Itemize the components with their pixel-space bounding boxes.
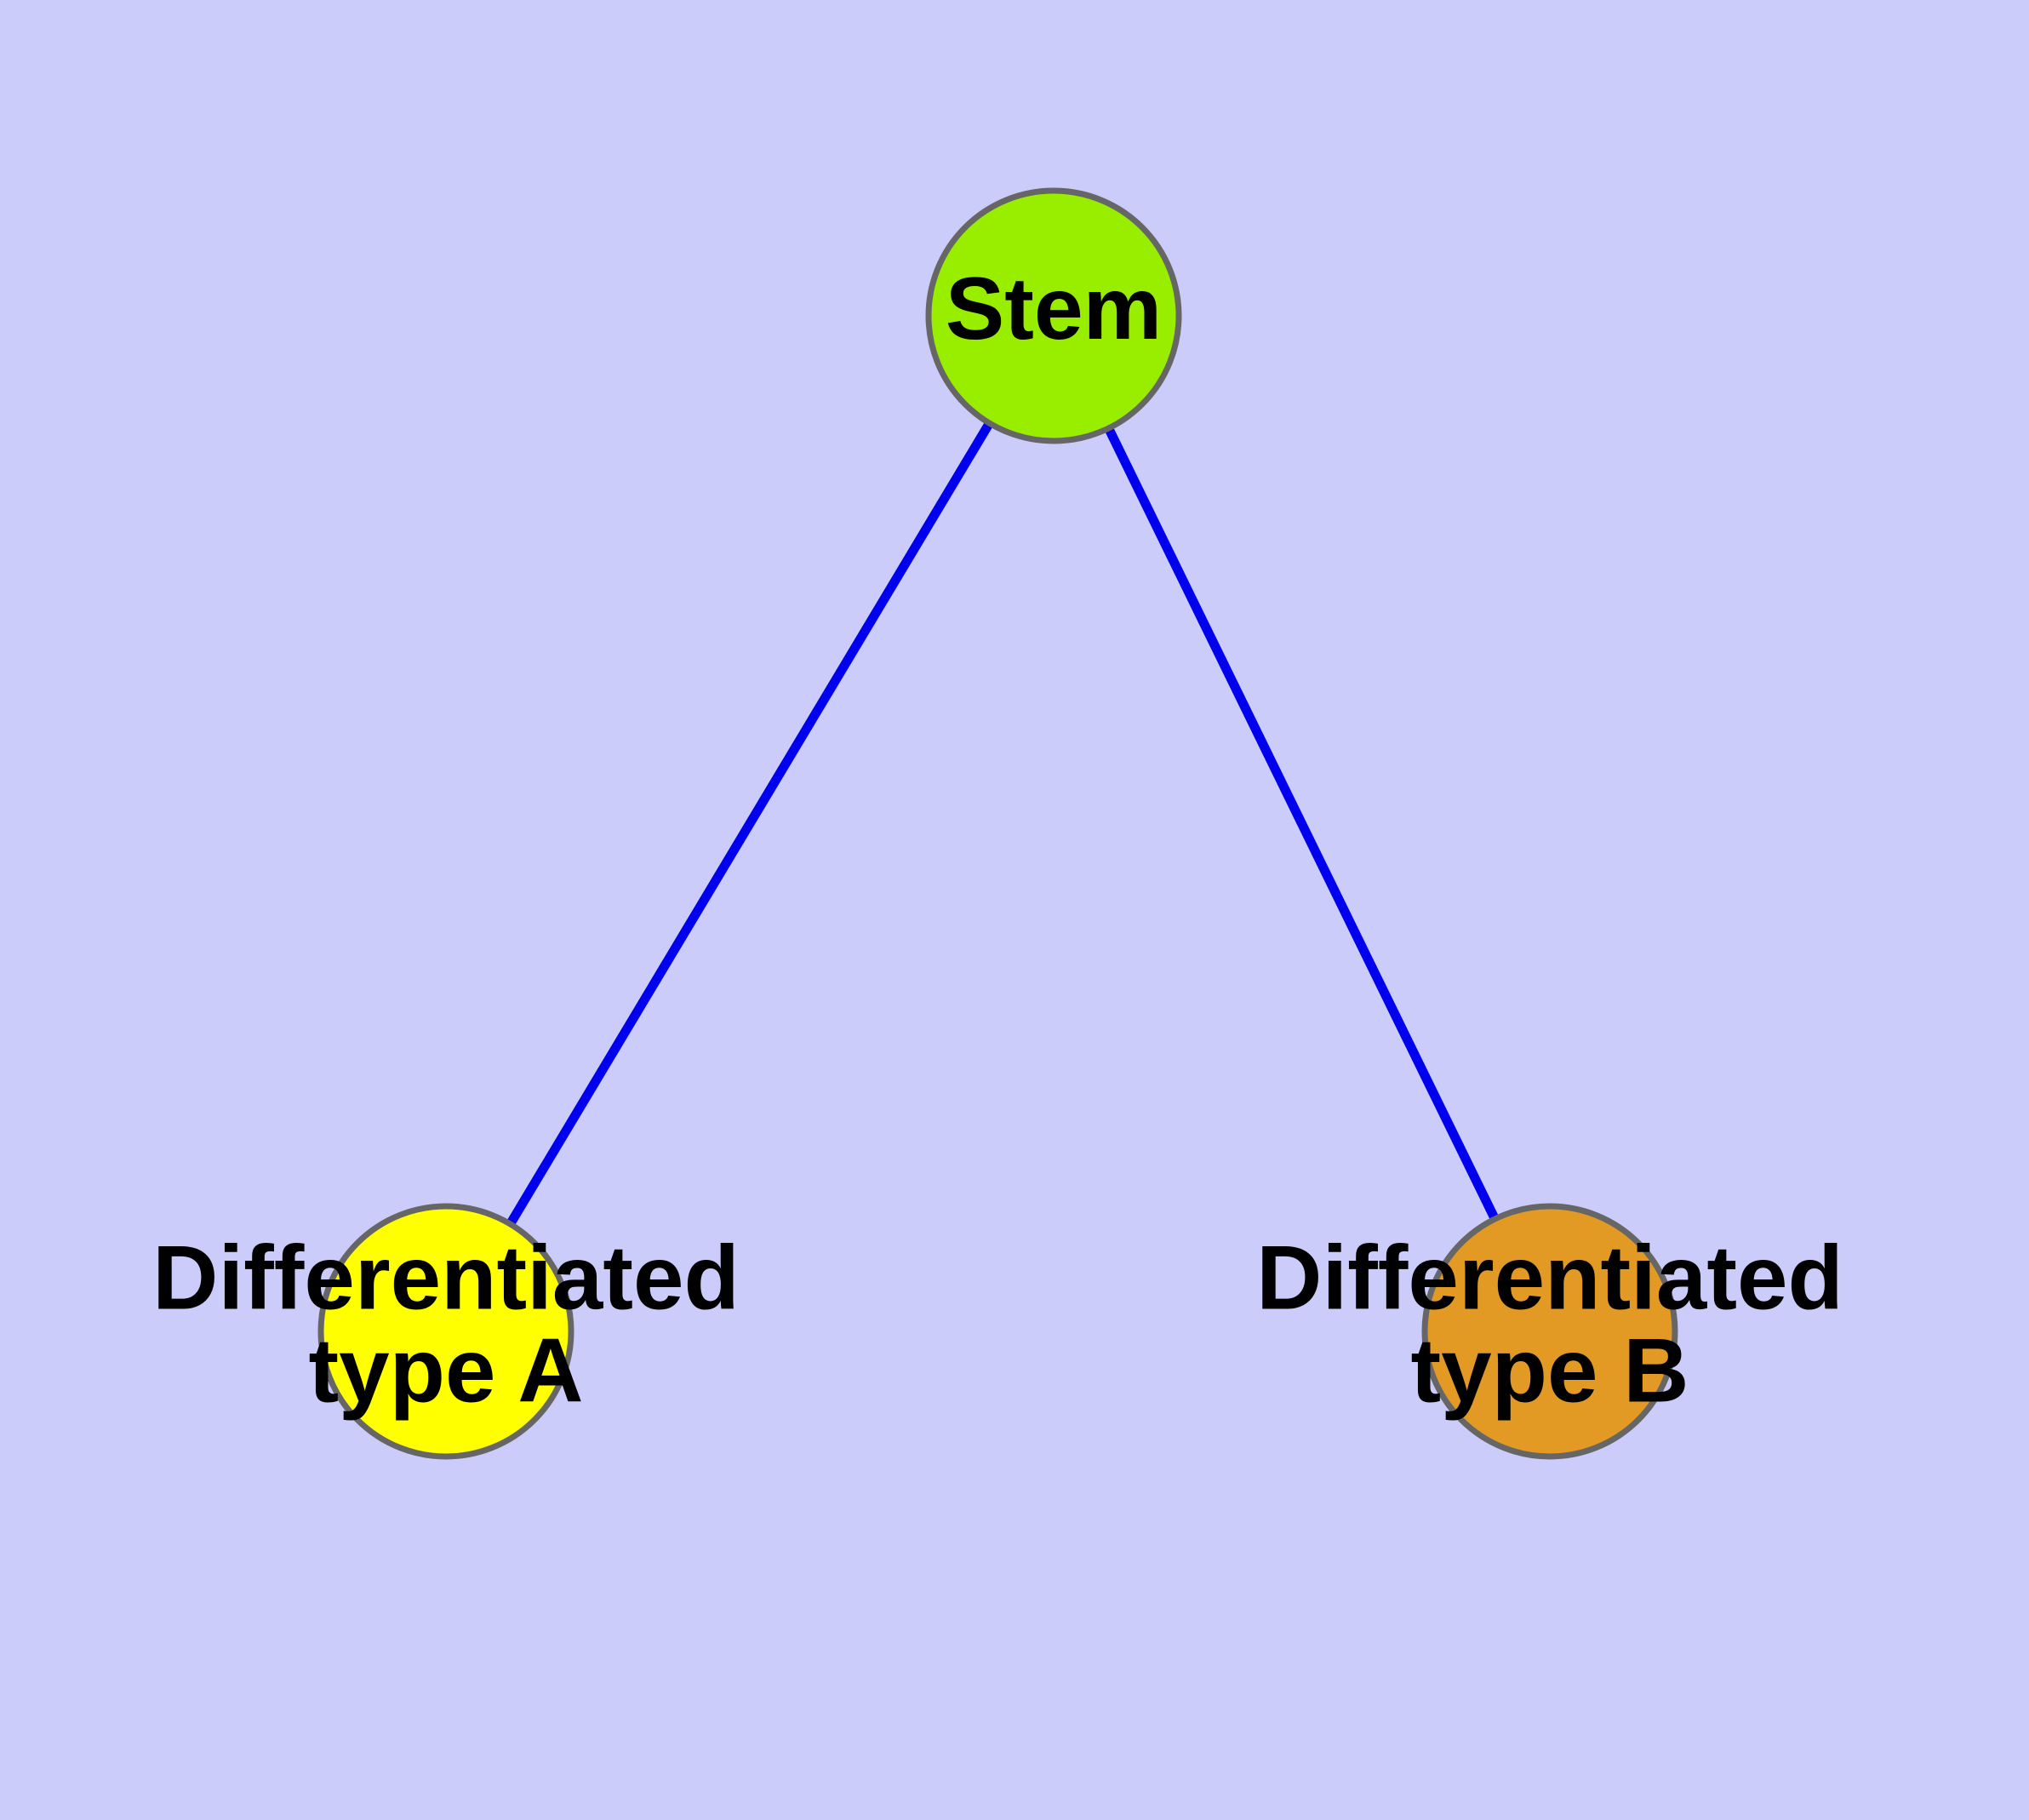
node-differentiated-type-b[interactable] <box>1421 1203 1678 1460</box>
node-stem-label: Stem <box>946 260 1162 358</box>
node-differentiated-type-a[interactable] <box>317 1203 574 1460</box>
edge-stem-to-differentiated-type-b[interactable] <box>1049 313 1554 1334</box>
edge-layer <box>442 313 1554 1334</box>
node-differentiated-type-a-circle[interactable] <box>317 1203 574 1460</box>
node-differentiated-type-b-circle[interactable] <box>1421 1203 1678 1460</box>
node-stem-circle[interactable] <box>925 187 1182 444</box>
edge-stem-to-differentiated-type-a[interactable] <box>442 313 1058 1334</box>
node-stem[interactable] <box>925 187 1182 444</box>
node-layer <box>317 187 1678 1460</box>
